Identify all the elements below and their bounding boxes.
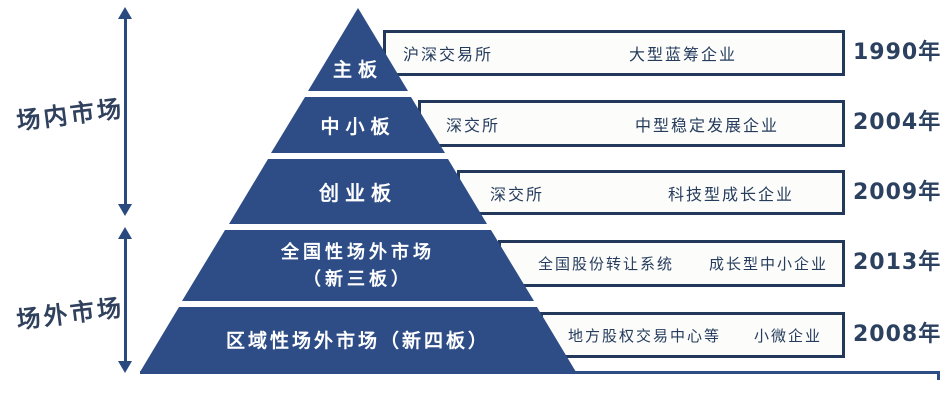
arrow-shaft [123,237,127,363]
on-exchange-market-label: 场内市场 [15,94,126,136]
tier-label: 创业板 [319,181,397,205]
institution-label: 深交所 [490,184,545,204]
info-box-main-board: 沪深交易所 大型蓝筹企业 [383,30,845,76]
year-label: 2008年 [853,322,942,347]
year-label: 2004年 [853,110,942,135]
otc-range-arrow-icon [118,227,132,373]
pyramid-tier-new-fourth-board: 区域性场外市场（新四板） [140,307,576,372]
tier-label-line2: （新三板） [303,268,413,290]
year-label: 1990年 [853,40,942,65]
companies-label: 科技型成长企业 [667,184,794,204]
on-exchange-range-arrow-icon [118,7,132,216]
arrow-down-icon [118,204,132,216]
otc-market-label: 场外市场 [15,293,126,335]
arrow-shaft [123,17,127,206]
tier-label: 中小板 [320,115,396,138]
info-box-new-third-board: 全国股份转让系统 成长型中小企业 [498,240,845,287]
institution-label: 全国股份转让系统 [538,255,675,273]
institution-label: 深交所 [446,115,501,135]
pyramid-tier-chinext: 创业板 [229,159,487,224]
info-box-sme-board: 深交所 中型稳定发展企业 [418,100,845,147]
pyramid-tier-new-third-board: 全国性场外市场 （新三板） [182,230,534,301]
companies-label: 小微企业 [753,326,822,345]
tier-label: 主板 [332,59,383,81]
institution-label: 地方股权交易中心等 [568,326,722,345]
tier-label: 区域性场外市场（新四板） [225,330,490,352]
year-label: 2009年 [853,180,942,205]
arrow-down-icon [118,361,132,373]
pyramid-tier-sme-board: 中小板 [271,97,445,153]
info-box-chinext: 深交所 科技型成长企业 [457,170,845,215]
companies-label: 大型蓝筹企业 [628,45,737,64]
companies-label: 中型稳定发展企业 [634,115,779,135]
year-label: 2013年 [853,250,942,275]
arrow-up-icon [118,7,132,19]
institution-label: 沪深交易所 [403,45,494,64]
arrow-up-icon [118,227,132,239]
baseline-rule [140,371,940,374]
companies-label: 成长型中小企业 [708,255,828,273]
tier-label-line1: 全国性场外市场 [281,241,435,263]
info-box-new-fourth-board: 地方股权交易中心等 小微企业 [540,312,845,358]
baseline-end-tick [937,371,940,380]
